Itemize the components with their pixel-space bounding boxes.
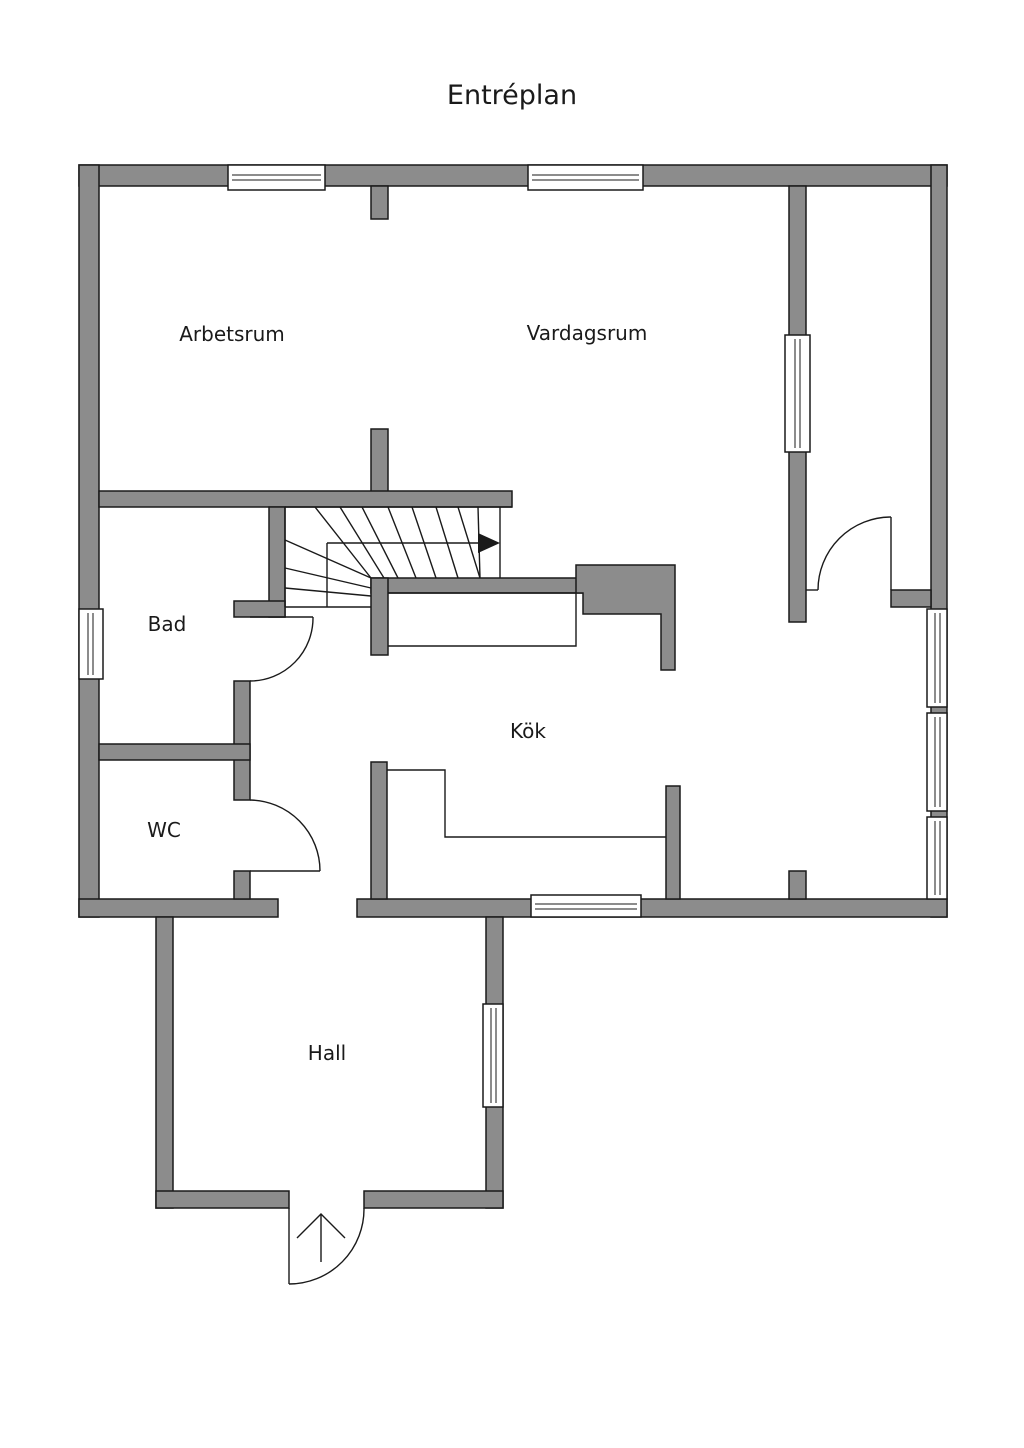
door-closet: [806, 516, 892, 591]
chimney: [575, 564, 676, 671]
wall-left: [78, 164, 100, 918]
wall-bad-door-jamb: [233, 600, 286, 618]
wall-bad-right-lower: [233, 680, 251, 801]
wall-stub-mid: [370, 428, 389, 500]
kitchen-fixtures: [387, 592, 666, 838]
windows: [78, 164, 948, 1108]
wall-stub-top: [370, 185, 389, 220]
wall-bad-wc: [98, 743, 251, 761]
room-labels: Arbetsrum Vardagsrum Bad Kök WC Hall: [147, 321, 647, 1065]
wall-top: [78, 164, 948, 187]
wall-hall-bottom-left: [155, 1190, 290, 1209]
counter-lower: [387, 769, 666, 838]
doors: [249, 516, 892, 1285]
window-hall: [482, 1003, 504, 1108]
room-label-wc: WC: [147, 818, 181, 842]
staircase: [284, 506, 512, 608]
wall-kitchen-left: [370, 761, 388, 900]
wall-stair-landing: [370, 577, 593, 594]
wall-bottom-right: [356, 898, 948, 918]
door-wc: [249, 799, 321, 872]
window-right-1: [926, 608, 948, 708]
wall-bottom-stub: [788, 870, 807, 900]
wall-bottom-left: [78, 898, 279, 918]
window-kitchen-bottom: [530, 894, 642, 918]
plan-title: Entréplan: [446, 80, 578, 111]
room-label-vardagsrum: Vardagsrum: [527, 321, 648, 345]
wall-stair-post: [370, 577, 389, 656]
wall-wc-right-stub: [233, 870, 251, 900]
window-top-center: [527, 164, 644, 191]
window-right-3: [926, 816, 948, 900]
wall-hall-bottom-right: [363, 1190, 504, 1209]
window-top-left: [227, 164, 326, 191]
room-label-kok: Kök: [510, 719, 546, 743]
room-label-bad: Bad: [148, 612, 187, 636]
stair-arrow-icon: [478, 533, 500, 553]
door-entrance: [288, 1207, 365, 1285]
wall-closet-bottom: [890, 589, 932, 608]
window-bad: [78, 608, 104, 680]
wall-kitchen-right: [665, 785, 681, 900]
counter-upper: [388, 592, 577, 647]
window-closet-left: [784, 334, 811, 453]
wall-arbetsrum-bottom: [98, 490, 513, 508]
door-bad: [249, 616, 314, 682]
window-right-2: [926, 712, 948, 812]
wall-hall-left: [155, 916, 174, 1209]
room-label-arbetsrum: Arbetsrum: [179, 322, 285, 346]
room-label-hall: Hall: [308, 1041, 346, 1065]
